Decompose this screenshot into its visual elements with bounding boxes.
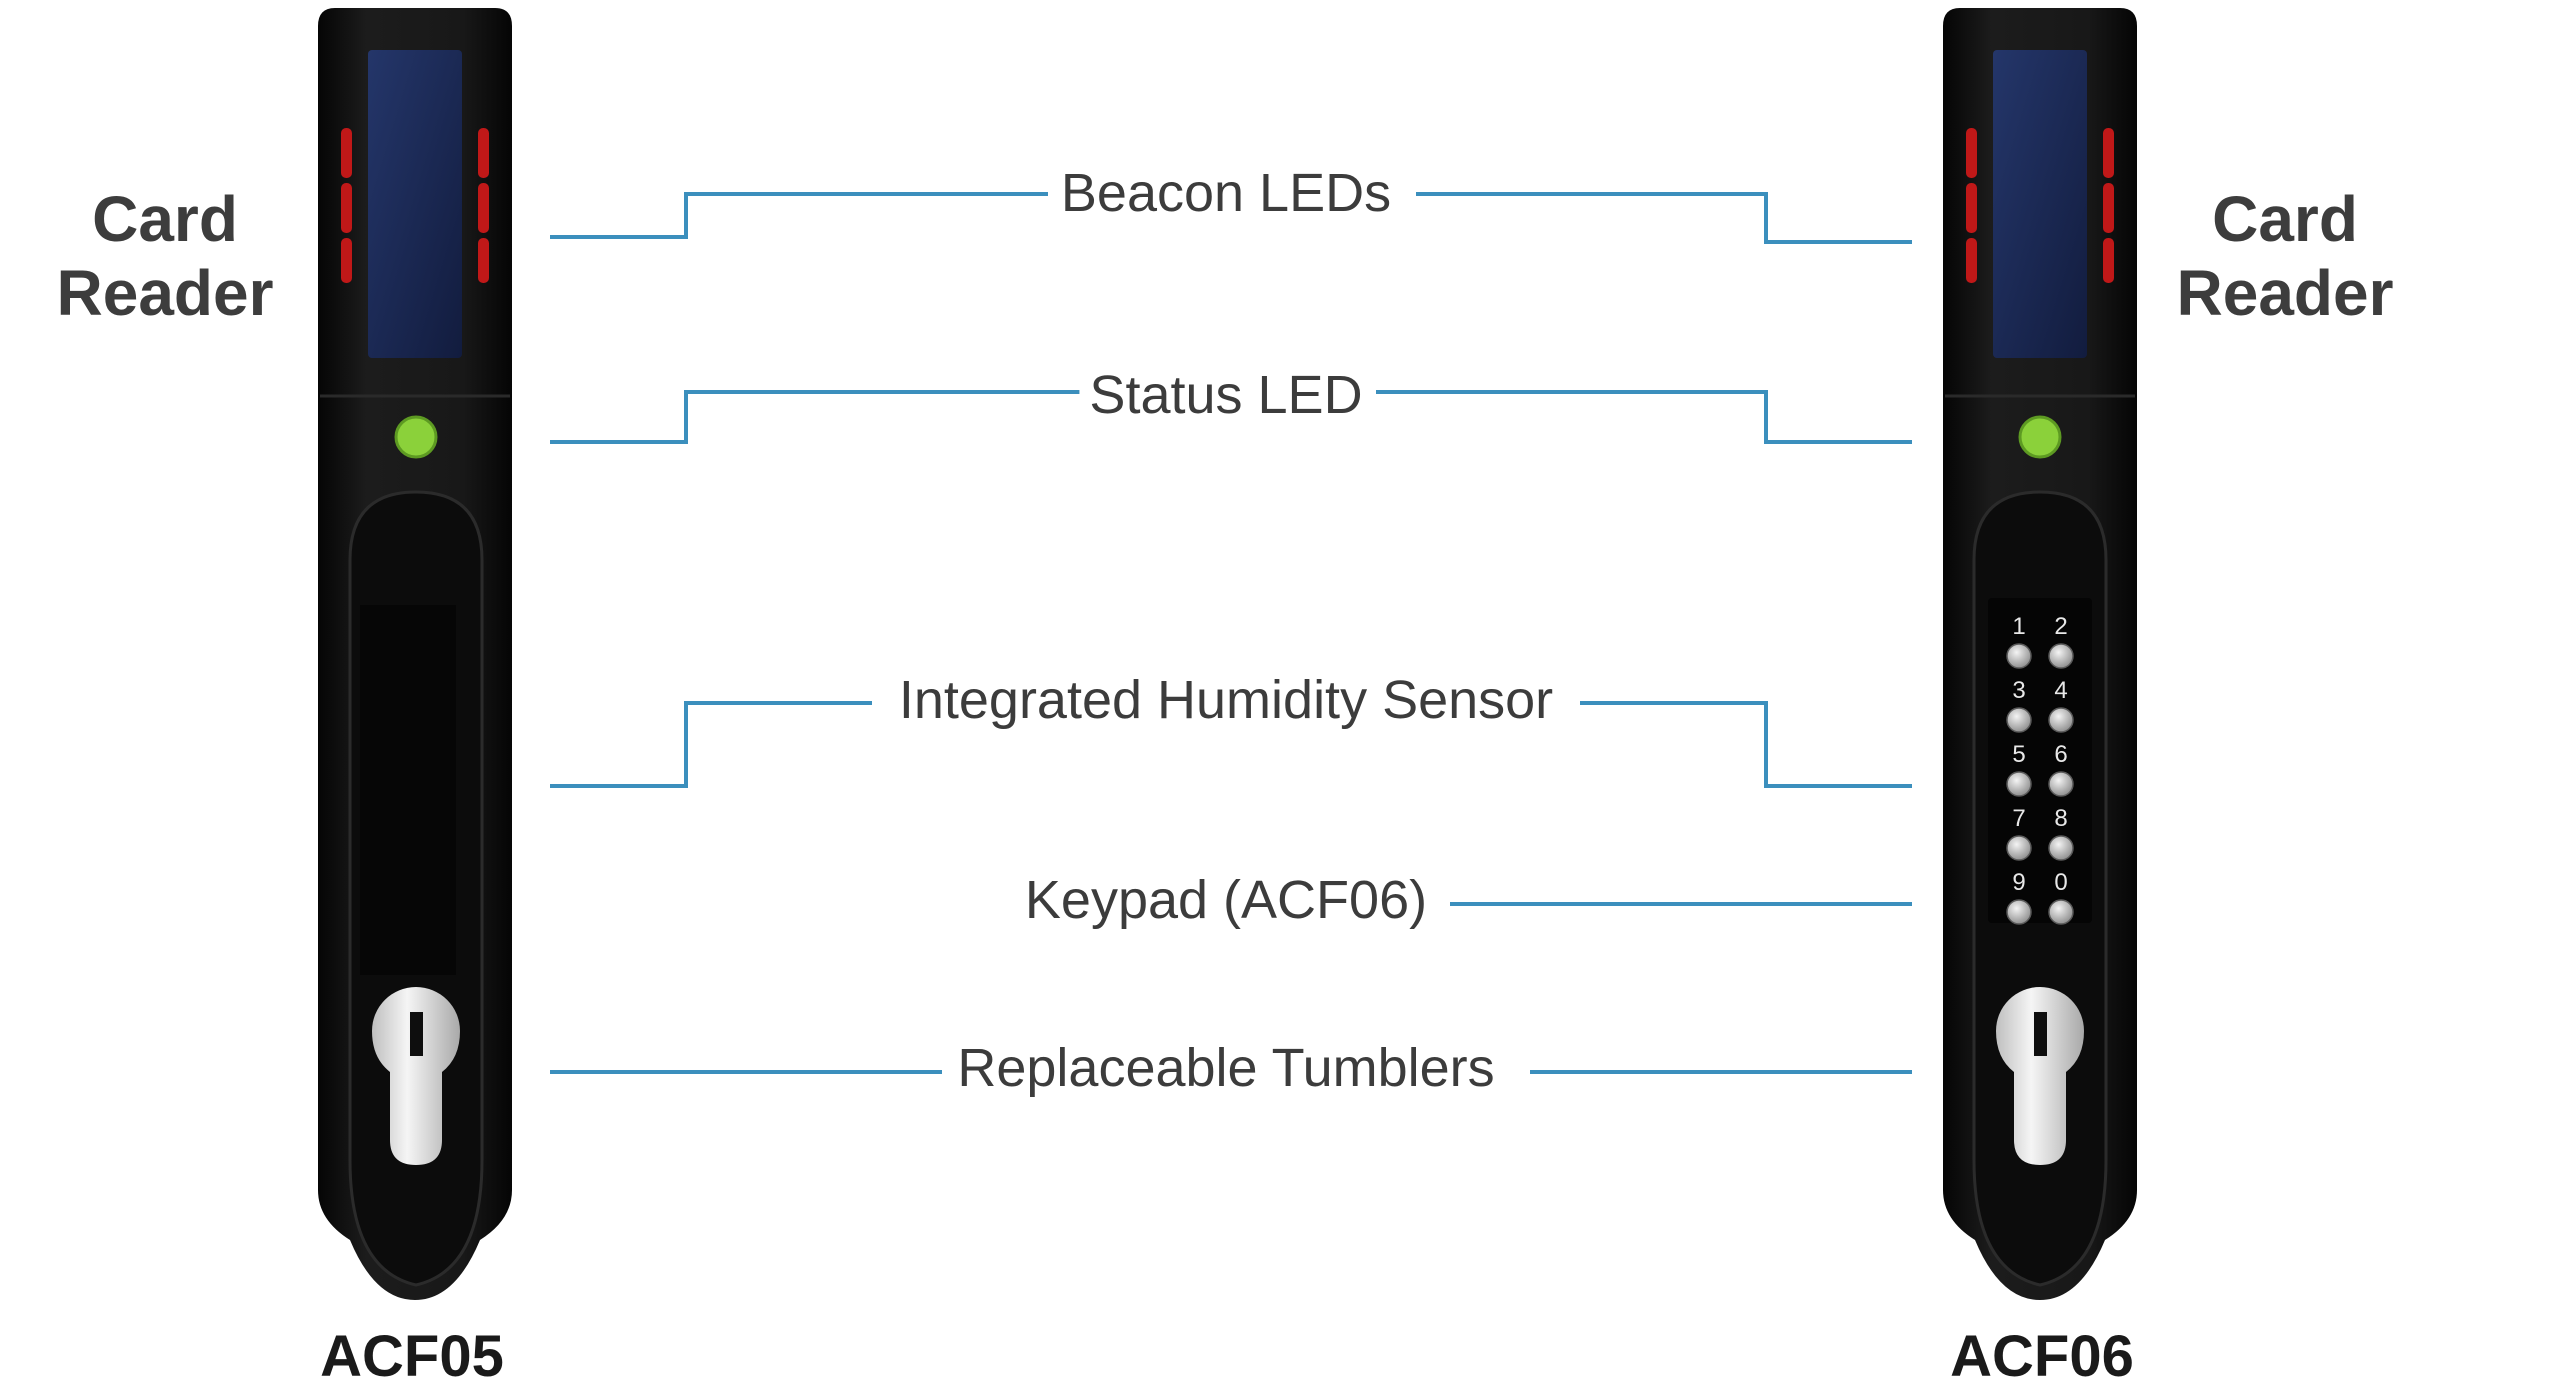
callout-beacon-leds: Beacon LEDs <box>1050 162 1402 224</box>
humidity-line-left <box>550 701 872 788</box>
acf06-status-led <box>2018 415 2062 459</box>
acf05-cylinder <box>372 987 460 1165</box>
keypad-digit-7: 7 <box>2012 805 2025 832</box>
callout-keypad: Keypad (ACF06) <box>1014 869 1438 931</box>
acf05-card-window <box>368 50 462 358</box>
keypad-digit-9: 9 <box>2012 869 2025 896</box>
keypad-digit-3: 3 <box>2012 677 2025 704</box>
acf05-beacon-leds <box>341 128 489 283</box>
keypad-button-6 <box>2048 771 2074 797</box>
acf05-status-led <box>394 415 438 459</box>
right-card-reader-line-1: Card <box>2212 183 2358 255</box>
model-label-acf06: ACF06 <box>1950 1324 2134 1389</box>
acf06-cylinder <box>1996 987 2084 1165</box>
keypad-digit-1: 1 <box>2012 613 2025 640</box>
acf06-keypad-panel <box>1988 598 2092 923</box>
beacon-line-left <box>550 192 1048 239</box>
callout-replaceable-tumblers: Replaceable Tumblers <box>947 1037 1505 1099</box>
acf05-lock <box>318 8 512 1300</box>
left-card-reader-label: Card Reader <box>40 182 290 330</box>
acf06-card-window <box>1993 50 2087 358</box>
keypad-button-2 <box>2048 643 2074 669</box>
keypad-button-0 <box>2048 899 2074 925</box>
right-card-reader-line-2: Reader <box>2176 257 2394 329</box>
keypad-digit-5: 5 <box>2012 741 2025 768</box>
keypad-digit-2: 2 <box>2054 613 2067 640</box>
acf05-sensor-strip <box>360 605 456 975</box>
model-label-acf05: ACF05 <box>320 1324 504 1389</box>
right-card-reader-label: Card Reader <box>2160 182 2410 330</box>
left-card-reader-line-2: Reader <box>56 257 274 329</box>
left-card-reader-line-1: Card <box>92 183 238 255</box>
keypad-digit-4: 4 <box>2054 677 2067 704</box>
keypad-digit-8: 8 <box>2054 805 2067 832</box>
keypad-button-3 <box>2006 707 2032 733</box>
keypad-digit-6: 6 <box>2054 741 2067 768</box>
keypad-digit-0: 0 <box>2054 869 2067 896</box>
keypad-button-5 <box>2006 771 2032 797</box>
status-line-right <box>1376 390 1912 444</box>
keypad-button-4 <box>2048 707 2074 733</box>
acf06-lock: 1 2 3 4 5 6 7 8 9 0 <box>1943 8 2137 1300</box>
callout-humidity-sensor: Integrated Humidity Sensor <box>888 669 1564 731</box>
callout-status-led: Status LED <box>1079 364 1373 426</box>
keypad-button-8 <box>2048 835 2074 861</box>
keypad-button-7 <box>2006 835 2032 861</box>
humidity-line-right <box>1580 701 1912 788</box>
acf06-beacon-leds <box>1966 128 2114 283</box>
keypad-button-9 <box>2006 899 2032 925</box>
acf06-keypad: 1 2 3 4 5 6 7 8 9 0 <box>2006 613 2074 925</box>
callout-lines <box>550 192 1912 1074</box>
status-line-left <box>550 390 1080 444</box>
keypad-button-1 <box>2006 643 2032 669</box>
beacon-line-right <box>1416 192 1912 244</box>
